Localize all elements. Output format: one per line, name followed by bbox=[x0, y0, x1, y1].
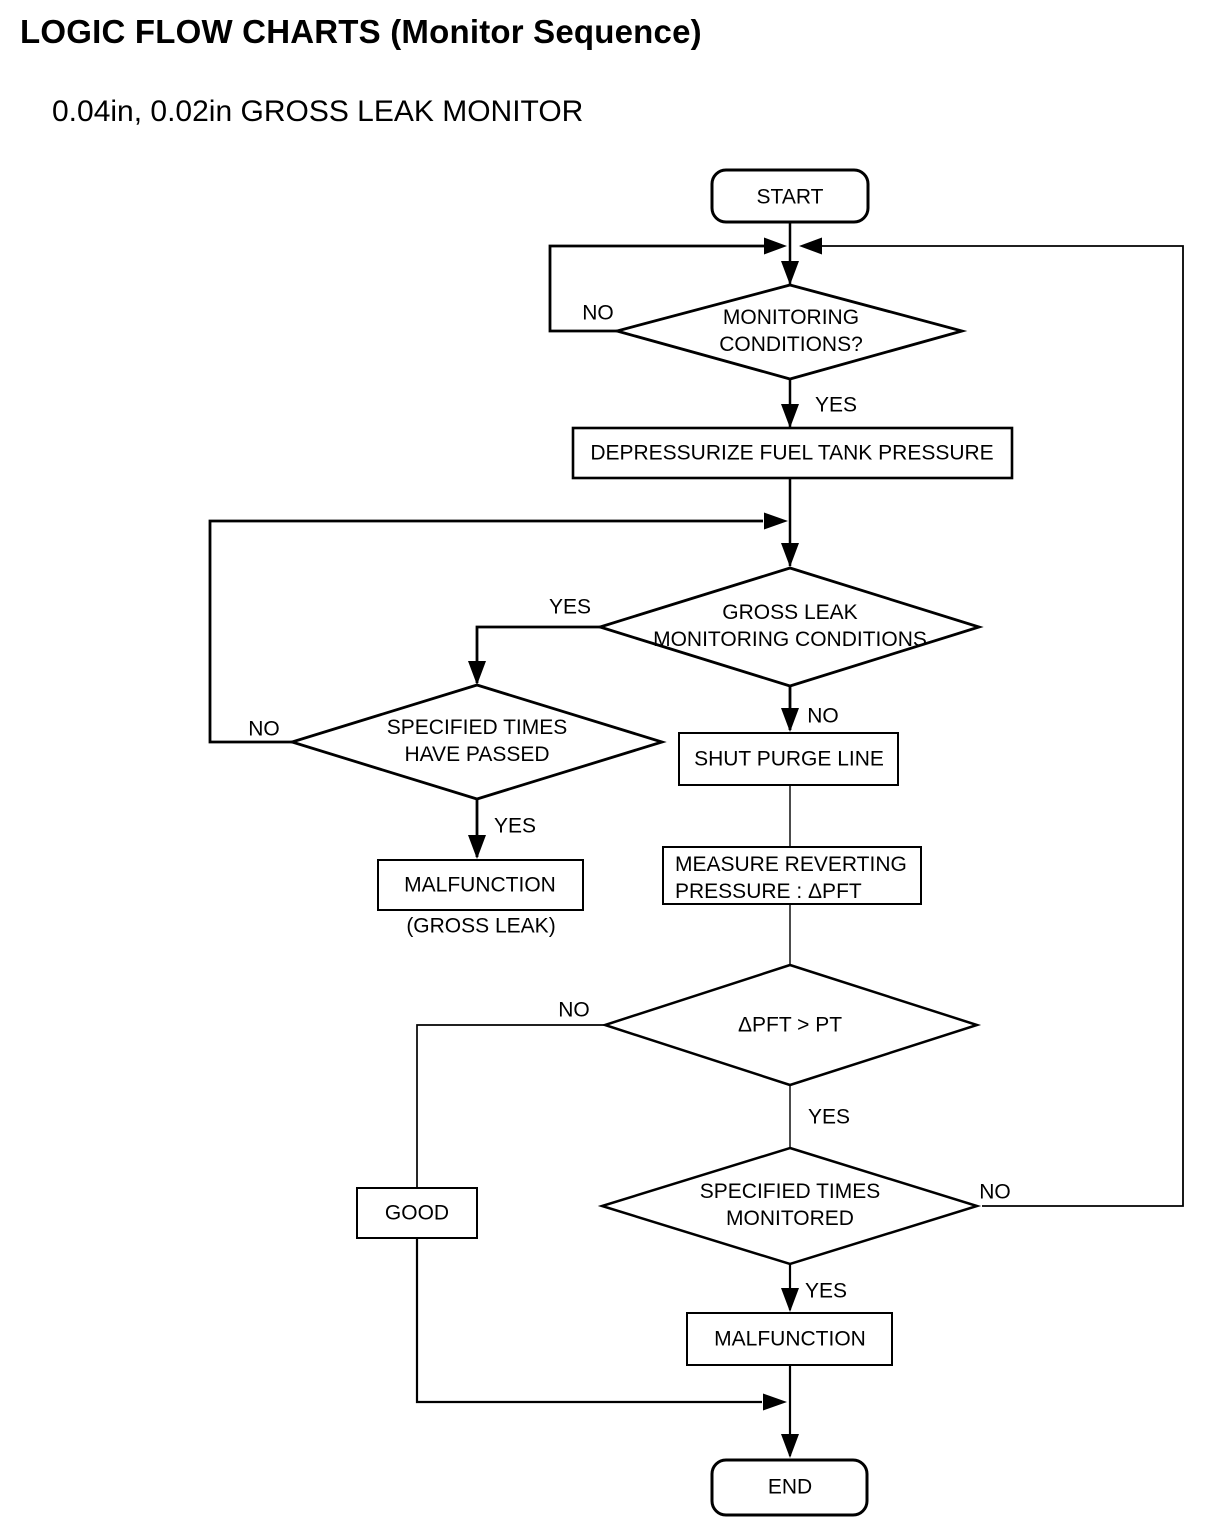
node-malfunction-process bbox=[686, 1312, 893, 1366]
times-passed-no-label: NO bbox=[248, 717, 280, 741]
edge-times-passed-yes bbox=[468, 799, 486, 859]
edge-monitored-yes bbox=[781, 1264, 799, 1312]
times-passed-yes-label: YES bbox=[493, 814, 537, 838]
malfunction-label: MALFUNCTION bbox=[714, 1327, 866, 1351]
shut-purge-line-label: SHUT PURGE LINE bbox=[694, 747, 884, 771]
node-specified-times-monitored-decision bbox=[597, 1146, 982, 1266]
edge-monitoring-yes bbox=[781, 379, 799, 428]
edge-start-to-monitoring bbox=[781, 222, 799, 285]
end-label: END bbox=[767, 1475, 813, 1499]
edge-depressurize-to-gross-leak bbox=[781, 478, 799, 567]
measure-reverting-label: MEASURE REVERTING PRESSURE : ΔPFT bbox=[675, 853, 907, 903]
edge-malfunction-to-end bbox=[781, 1365, 799, 1458]
page-title: LOGIC FLOW CHARTS (Monitor Sequence) bbox=[20, 13, 702, 50]
node-end-terminator bbox=[710, 1458, 869, 1517]
monitoring-no-label: NO bbox=[582, 301, 614, 325]
malfunction-gross-leak-label: MALFUNCTION bbox=[404, 873, 556, 897]
node-start-terminator bbox=[710, 168, 870, 224]
good-label: GOOD bbox=[384, 1201, 450, 1225]
node-measure-reverting-process bbox=[662, 846, 922, 905]
gross-leak-note-label: (GROSS LEAK) bbox=[406, 914, 556, 938]
edge-gross-leak-yes bbox=[468, 625, 601, 685]
node-dpft-gt-pt-decision bbox=[600, 963, 982, 1087]
edge-monitored-no-loop bbox=[799, 237, 1184, 1207]
gross-leak-conditions-label: GROSS LEAK MONITORING CONDITIONS bbox=[653, 601, 927, 651]
node-specified-times-passed-decision bbox=[287, 683, 667, 801]
page-subtitle: 0.04in, 0.02in GROSS LEAK MONITOR bbox=[52, 95, 584, 128]
gross-leak-yes-label: YES bbox=[548, 595, 592, 619]
edge-times-passed-no-loop bbox=[208, 512, 788, 744]
start-label: START bbox=[756, 185, 824, 209]
node-depressurize-process bbox=[571, 426, 1014, 480]
edge-gross-leak-no bbox=[781, 686, 799, 732]
depressurize-label: DEPRESSURIZE FUEL TANK PRESSURE bbox=[590, 441, 994, 465]
edge-dpft-no bbox=[416, 1024, 605, 1188]
edge-good-to-end-trunk bbox=[415, 1238, 787, 1411]
node-good-process bbox=[356, 1187, 478, 1239]
monitoring-yes-label: YES bbox=[814, 393, 858, 417]
specified-times-passed-label: SPECIFIED TIMES HAVE PASSED bbox=[386, 716, 568, 766]
dpft-gt-pt-label: ΔPFT > PT bbox=[737, 1013, 843, 1037]
node-monitoring-conditions-decision bbox=[611, 283, 968, 381]
gross-leak-no-label: NO bbox=[807, 704, 839, 728]
dpft-yes-label: YES bbox=[807, 1105, 851, 1129]
monitored-yes-label: YES bbox=[804, 1279, 848, 1303]
monitored-no-label: NO bbox=[979, 1180, 1011, 1204]
specified-times-monitored-label: SPECIFIED TIMES MONITORED bbox=[699, 1180, 881, 1230]
edge-monitoring-no-loop bbox=[548, 237, 787, 333]
node-malfunction-gross-leak-process bbox=[377, 859, 584, 911]
node-shut-purge-line-process bbox=[678, 732, 899, 786]
node-gross-leak-conditions-decision bbox=[595, 566, 984, 688]
monitoring-conditions-label: MONITORING CONDITIONS? bbox=[719, 306, 863, 356]
dpft-no-label: NO bbox=[558, 998, 590, 1022]
